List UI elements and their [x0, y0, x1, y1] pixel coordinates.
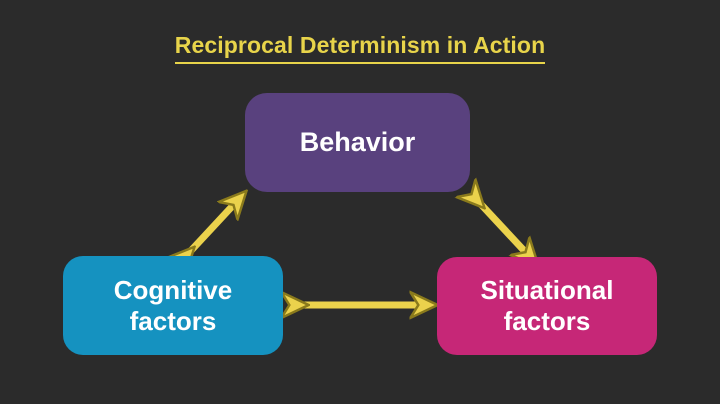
node-cognitive-label: Cognitive factors: [113, 274, 233, 336]
node-behavior-label: Behavior: [299, 126, 416, 157]
arrow-cognitive-behavior: [186, 200, 238, 256]
node-situational[interactable]: Situational factors: [437, 257, 657, 355]
node-behavior[interactable]: Behavior: [245, 93, 470, 192]
page-title-text: Reciprocal Determinism in Action: [174, 32, 546, 64]
node-situational-label: Situational factors: [480, 275, 614, 336]
page-title: Reciprocal Determinism in Action: [0, 32, 720, 64]
arrow-behavior-situational: [476, 199, 530, 257]
node-cognitive[interactable]: Cognitive factors: [63, 256, 283, 355]
